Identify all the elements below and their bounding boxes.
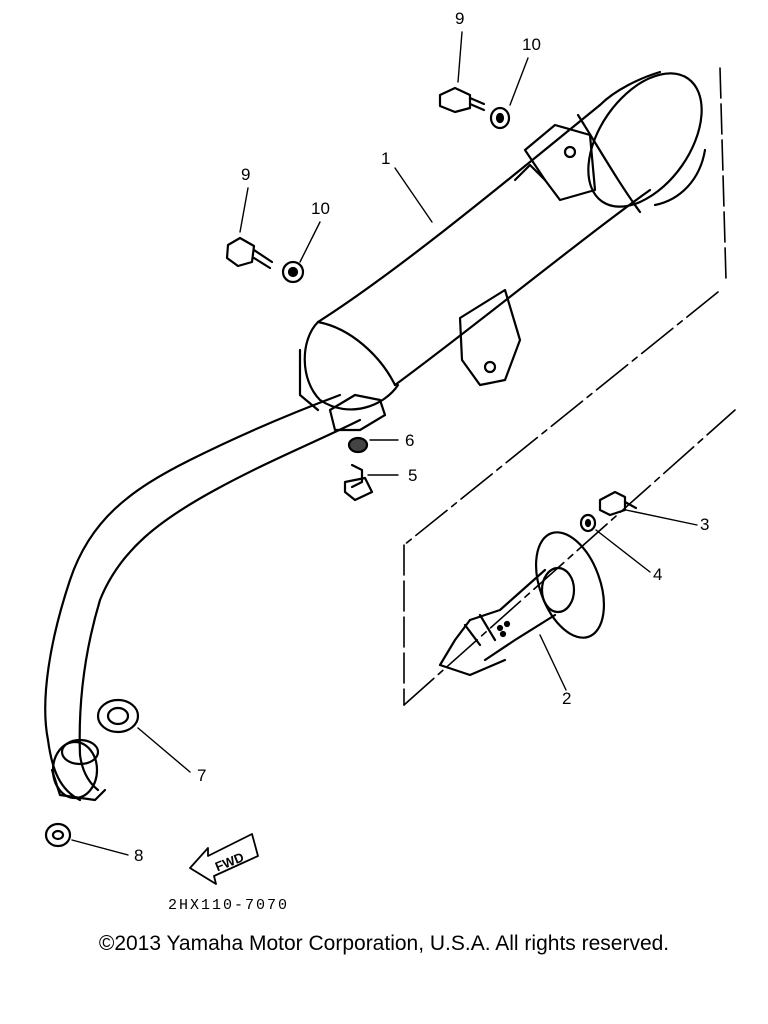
washer-4 — [579, 513, 597, 533]
callout-6: 6 — [405, 431, 415, 450]
leader-lines — [71, 31, 698, 856]
gasket — [96, 698, 140, 734]
spark-arrester — [438, 531, 605, 677]
washer-upper — [489, 106, 511, 130]
callout-5: 5 — [408, 466, 418, 485]
bolt-lower — [225, 236, 274, 270]
subassembly-frame — [403, 67, 736, 706]
exhaust-pipe — [44, 393, 387, 802]
muffler — [298, 70, 707, 412]
callout-10-lower: 10 — [311, 199, 330, 218]
callout-9-upper: 9 — [455, 9, 465, 28]
callout-7: 7 — [197, 766, 207, 785]
fwd-arrow: FWD — [189, 833, 259, 885]
callout-4: 4 — [653, 565, 663, 584]
callout-9-lower: 9 — [241, 165, 251, 184]
bolt-5 — [343, 463, 374, 502]
washer-6 — [347, 436, 369, 454]
diagram-code: 2HX110-7070 — [168, 897, 290, 914]
screw-3 — [598, 490, 638, 517]
copyright-notice: ©2013 Yamaha Motor Corporation, U.S.A. A… — [98, 932, 670, 955]
nut — [44, 822, 72, 848]
bolt-upper — [438, 86, 486, 114]
callout-1: 1 — [381, 149, 391, 168]
callout-10-upper: 10 — [522, 35, 541, 54]
callout-2: 2 — [562, 689, 572, 708]
callout-8: 8 — [134, 846, 144, 865]
callout-3: 3 — [700, 515, 710, 534]
washer-lower — [281, 260, 305, 284]
